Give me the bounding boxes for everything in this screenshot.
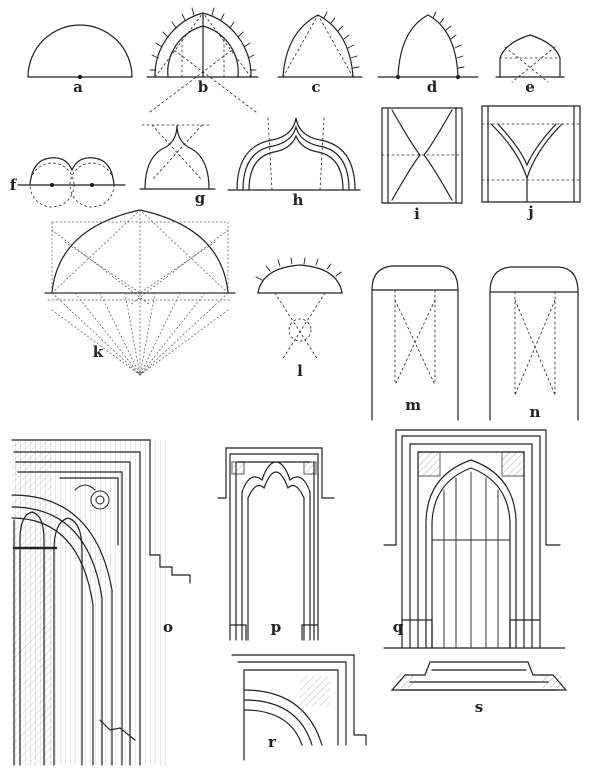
figure-s-base-plan bbox=[392, 662, 566, 690]
figure-r-moulding-detail bbox=[232, 655, 366, 760]
label-f: f bbox=[9, 176, 17, 194]
label-d: d bbox=[426, 78, 438, 96]
figure-f-ogee-construction bbox=[18, 158, 125, 207]
figure-a-semicircular-arch bbox=[28, 25, 132, 79]
label-o: o bbox=[162, 618, 174, 636]
figure-n-window-opening bbox=[490, 267, 578, 420]
label-l: l bbox=[297, 362, 303, 380]
label-h: h bbox=[292, 191, 304, 209]
label-b: b bbox=[197, 78, 209, 96]
label-q: q bbox=[392, 618, 404, 636]
figure-e-drop-arch bbox=[496, 35, 564, 82]
label-m: m bbox=[405, 396, 421, 414]
label-n: n bbox=[529, 403, 541, 421]
figure-g-ogee-arch bbox=[140, 125, 215, 189]
figure-o-doorway-detail bbox=[12, 440, 190, 765]
figure-p-doorway bbox=[218, 448, 334, 640]
label-r: r bbox=[268, 733, 276, 751]
figure-h-moulded-ogee-arch bbox=[228, 118, 360, 190]
figure-m-window-opening bbox=[372, 266, 458, 420]
label-j: j bbox=[528, 203, 534, 221]
figure-l-depressed-arch bbox=[256, 258, 342, 360]
figure-i-vault-section bbox=[382, 108, 462, 203]
label-e: e bbox=[525, 78, 535, 96]
label-p: p bbox=[270, 618, 282, 636]
label-a: a bbox=[73, 78, 83, 96]
figure-c-lancet-arch bbox=[278, 12, 362, 77]
figure-b-pointed-arch bbox=[147, 8, 258, 112]
figure-d-lancet-arch bbox=[378, 12, 478, 79]
label-g: g bbox=[194, 189, 206, 207]
label-i: i bbox=[414, 205, 420, 223]
figure-j-double-vault bbox=[482, 106, 580, 202]
label-s: s bbox=[474, 698, 484, 716]
label-c: c bbox=[311, 78, 321, 96]
figure-k-arch-construction bbox=[45, 210, 235, 375]
figure-q-doorway-with-door bbox=[384, 430, 565, 648]
label-k: k bbox=[92, 343, 104, 361]
